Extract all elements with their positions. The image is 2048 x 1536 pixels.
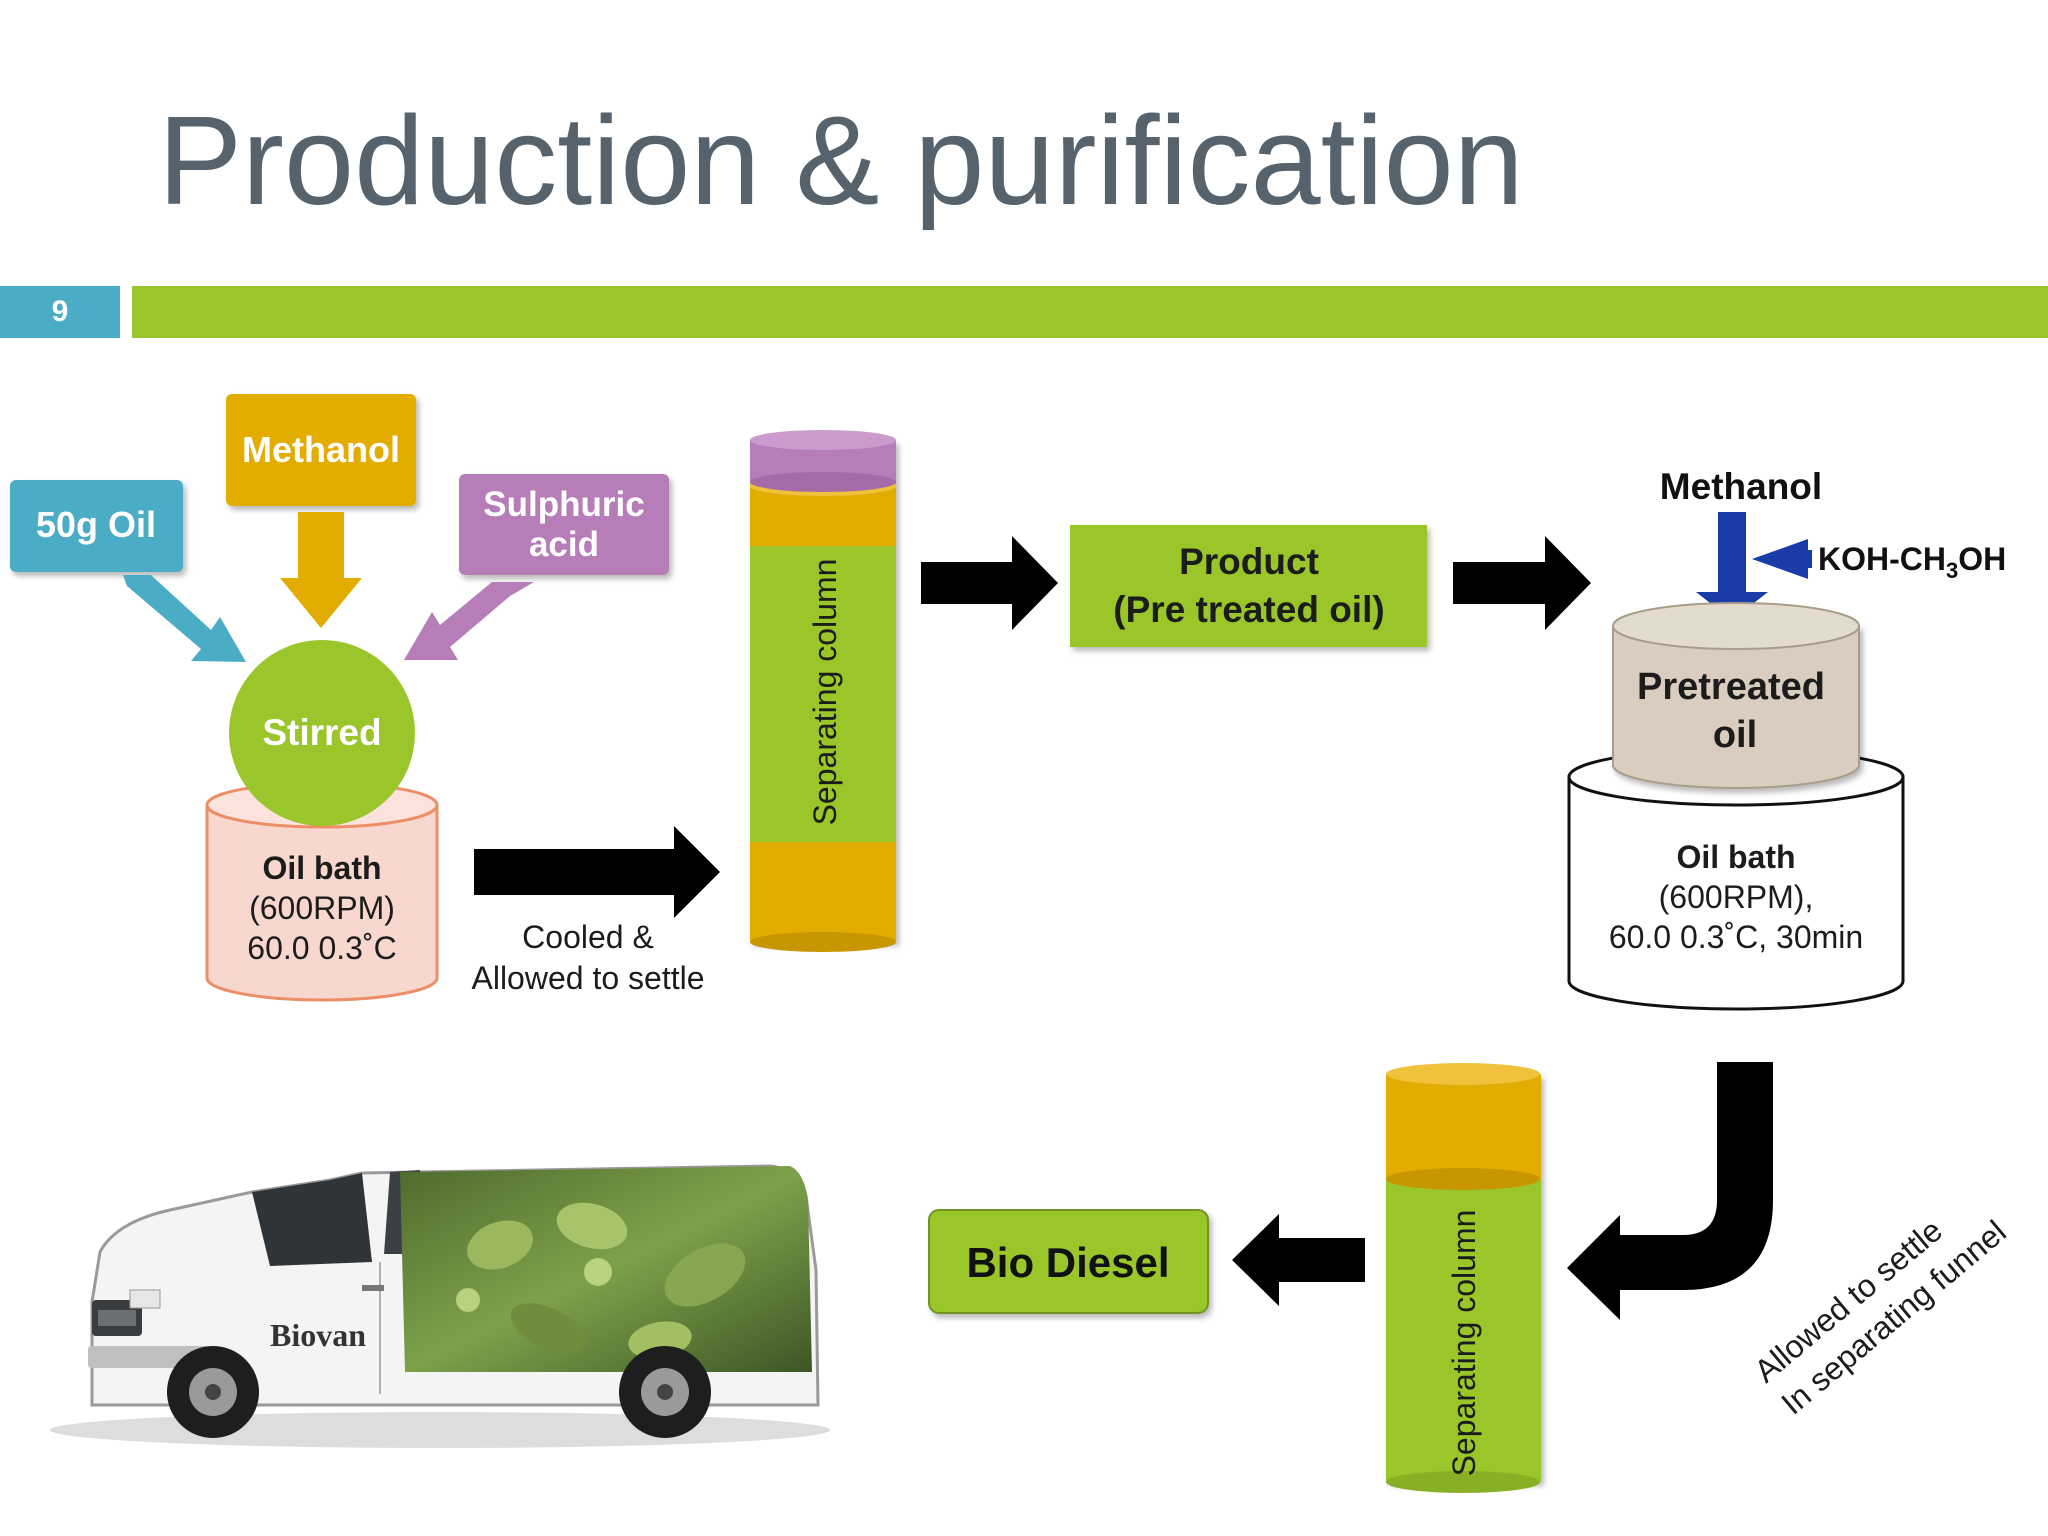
cooled-label-2: Allowed to settle: [471, 960, 704, 996]
arrow-methanol-to-stirred: [280, 512, 362, 628]
oil-bath-1: Oil bath (600RPM) 60.0 0.3˚C: [205, 781, 439, 1002]
stage2-methanol-label: Methanol: [1660, 466, 1822, 507]
input-box-methanol: Methanol: [226, 394, 416, 506]
van-text: Biovan: [270, 1317, 366, 1353]
arrow-bath-to-column: [474, 826, 720, 918]
oil-bath-1-line2: (600RPM): [249, 890, 395, 926]
arrow-product-to-stage2: [1453, 536, 1591, 630]
stirred-label: Stirred: [262, 712, 381, 753]
bio-diesel-box: Bio Diesel: [928, 1209, 1209, 1314]
pretreated-line1: Pretreated: [1637, 666, 1825, 708]
slide-number: 9: [51, 295, 69, 328]
slide-title: Production & purification: [158, 90, 1524, 231]
oil-bath-1-line1: Oil bath: [262, 850, 381, 886]
input-methanol-label: Methanol: [242, 429, 400, 470]
bio-diesel-label: Bio Diesel: [966, 1239, 1169, 1286]
input-box-sulphuric-acid: Sulphuric acid: [459, 474, 669, 575]
input-oil-label: 50g Oil: [36, 504, 156, 545]
slide-number-box: [0, 286, 120, 338]
curved-arrow-to-column-2: [1567, 1062, 1773, 1320]
oil-bath-2-line1: Oil bath: [1676, 839, 1795, 875]
oil-bath-2-line2: (600RPM),: [1659, 879, 1814, 915]
input-acid-label-2: acid: [529, 525, 599, 564]
separating-column-1: Separating column: [750, 430, 896, 952]
product-line2: (Pre treated oil): [1113, 589, 1384, 630]
oil-bath-2-line3: 60.0 0.3˚C, 30min: [1609, 919, 1863, 955]
cooled-label-1: Cooled &: [522, 919, 654, 955]
pretreated-line2: oil: [1713, 714, 1757, 756]
arrow-column-to-biodiesel: [1232, 1214, 1365, 1306]
catalyst-left-arrow: [1752, 539, 1812, 579]
arrow-column-to-product: [921, 536, 1058, 630]
oil-bath-1-line3: 60.0 0.3˚C: [247, 930, 396, 966]
product-line1: Product: [1179, 541, 1319, 582]
settle-label: Allowed to settle In separating funnel: [1747, 1212, 2012, 1422]
methanol-down-arrow: [1696, 512, 1768, 620]
catalyst-label: KOH-CH3OH: [1818, 541, 2006, 583]
arrow-acid-to-stirred: [404, 582, 534, 660]
title-divider-bar: [132, 286, 2048, 338]
separating-column-2-label: Separating column: [1446, 1210, 1482, 1477]
separating-column-2: Separating column: [1386, 1063, 1541, 1493]
separating-column-1-label: Separating column: [807, 559, 843, 826]
stirred-circle: Stirred: [229, 640, 415, 826]
pretreated-oil-cylinder: Pretreated oil: [1612, 602, 1860, 789]
input-box-oil: 50g Oil: [10, 480, 183, 572]
input-acid-label-1: Sulphuric: [483, 485, 644, 524]
arrow-oil-to-stirred: [123, 575, 246, 662]
biovan-image: Biovan: [50, 1164, 830, 1448]
product-box: Product (Pre treated oil): [1070, 525, 1427, 647]
